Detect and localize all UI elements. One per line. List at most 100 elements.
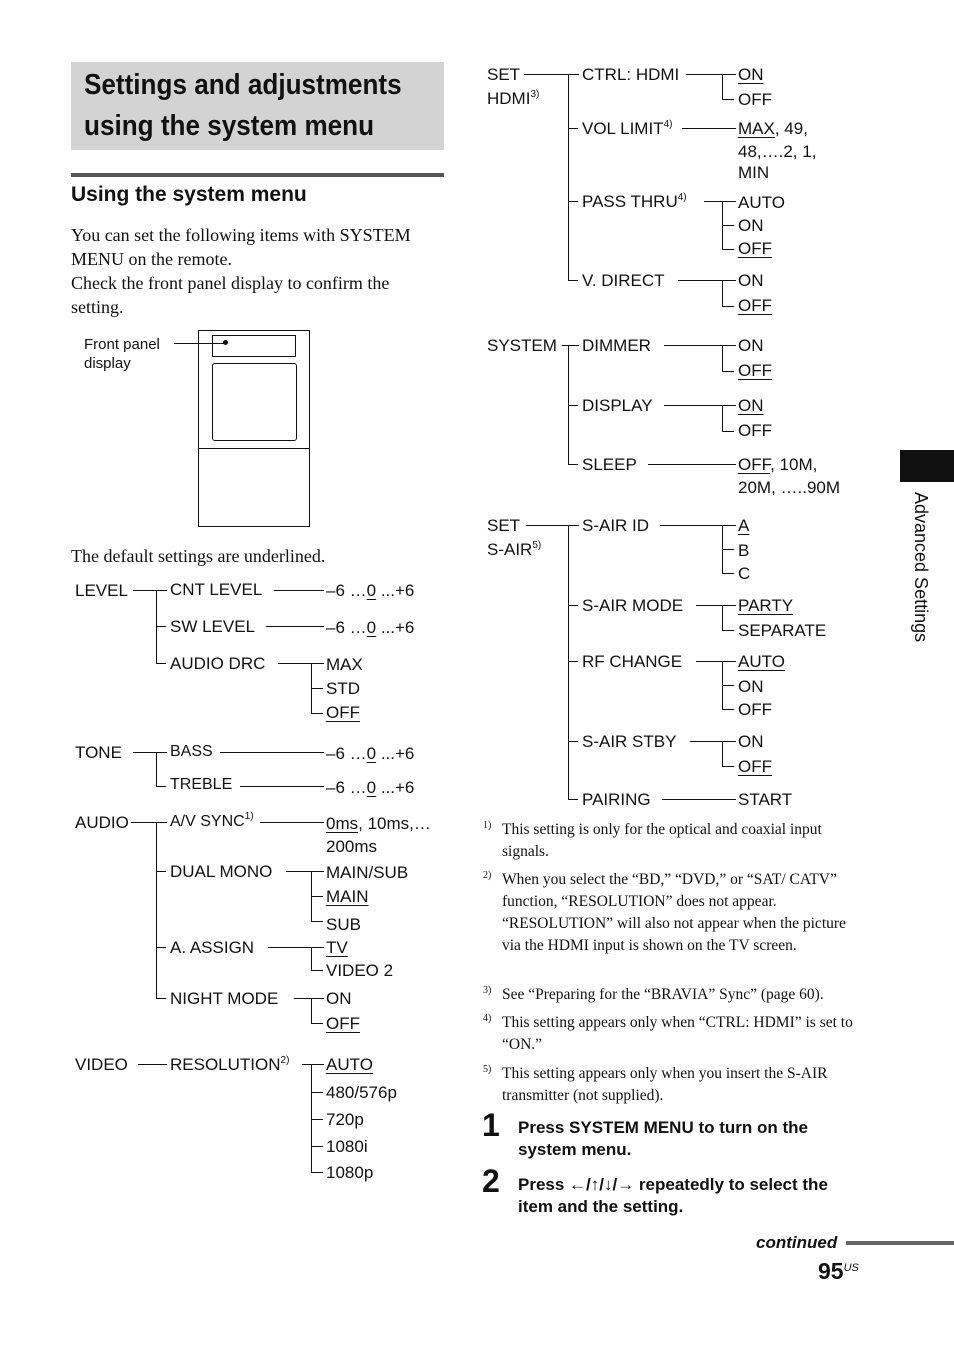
page-title-box: Settings and adjustments using the syste… — [71, 62, 444, 150]
tree-connector-line — [722, 345, 723, 371]
tree-connector-line — [568, 280, 578, 281]
menu-tree-item: OFF — [738, 421, 772, 440]
menu-tree-item: A. ASSIGN — [170, 938, 255, 957]
tree-connector-line — [156, 663, 166, 664]
tree-connector-line — [722, 371, 734, 372]
tree-connector-line — [311, 688, 323, 689]
menu-tree-item: LEVEL — [75, 581, 128, 600]
tree-connector-line — [568, 464, 578, 465]
menu-tree-item: 20M, …..90M — [738, 478, 841, 497]
menu-tree-item: ON — [738, 271, 764, 290]
tree-connector-line — [156, 590, 157, 664]
menu-tree-item: CNT LEVEL — [170, 580, 263, 599]
tree-connector-line — [660, 525, 736, 526]
menu-tree-item: OFF — [326, 703, 360, 722]
tree-connector-line — [722, 630, 734, 631]
menu-tree-item: MIN — [738, 163, 770, 182]
menu-tree-item: OFF — [738, 757, 772, 776]
continued-rule — [846, 1241, 954, 1245]
menu-tree-item: MAIN — [326, 887, 369, 906]
tree-connector-line — [722, 225, 734, 226]
menu-tree-item: VIDEO 2 — [326, 961, 394, 980]
menu-tree-item: S-AIR MODE — [582, 596, 684, 615]
tree-connector-line — [722, 549, 734, 550]
tree-connector-line — [278, 663, 324, 664]
tree-connector-line — [133, 590, 167, 591]
menu-tree-item: CTRL: HDMI — [582, 65, 680, 84]
tree-connector-line — [722, 99, 734, 100]
step-2-text: Press ←/↑/↓/→ repeatedly to select the i… — [518, 1175, 828, 1216]
tree-connector-line — [722, 74, 723, 99]
menu-tree-item: ON — [738, 336, 764, 355]
menu-tree-item: ON — [738, 677, 764, 696]
menu-tree-item: ON — [738, 396, 764, 415]
tree-connector-line — [286, 871, 324, 872]
tree-connector-line — [138, 1064, 167, 1065]
menu-tree-item: 720p — [326, 1110, 364, 1129]
menu-tree-item: –6 …0 ...+6 — [326, 744, 415, 763]
tree-connector-line — [268, 947, 324, 948]
menu-tree-item: 1080i — [326, 1137, 368, 1156]
menu-tree-item: V. DIRECT — [582, 271, 665, 290]
menu-tree-item: AUDIO — [75, 813, 129, 832]
tree-connector-line — [156, 786, 166, 787]
menu-tree-item: –6 …0 ...+6 — [326, 618, 415, 637]
tree-connector-line — [568, 799, 578, 800]
menu-tree-item: ON — [738, 216, 764, 235]
tree-connector-line — [664, 345, 736, 346]
side-tab-label: Advanced Settings — [911, 492, 931, 643]
tree-connector-line — [568, 605, 578, 606]
tree-connector-line — [682, 128, 736, 129]
menu-tree-item: 0ms, 10ms,… — [326, 814, 431, 833]
tree-connector-line — [311, 947, 312, 970]
tree-connector-line — [311, 998, 312, 1023]
tree-connector-line — [722, 405, 723, 431]
tree-connector-line — [156, 998, 166, 999]
menu-tree-item: S-AIR STBY — [582, 732, 677, 751]
tree-connector-line — [311, 1023, 323, 1024]
tree-connector-line — [311, 1146, 323, 1147]
menu-tree-item: MAIN/SUB — [326, 863, 409, 882]
menu-tree-item: SW LEVEL — [170, 617, 256, 636]
menu-tree-item: RF CHANGE — [582, 652, 683, 671]
tree-connector-line — [311, 970, 323, 971]
menu-tree-item: TV — [326, 938, 348, 957]
tree-connector-line — [722, 605, 723, 630]
tree-connector-line — [568, 128, 578, 129]
tree-connector-line — [690, 741, 736, 742]
menu-tree-item: DUAL MONO — [170, 862, 273, 881]
tree-connector-line — [722, 709, 734, 710]
menu-tree-item: TREBLE — [170, 776, 233, 793]
tree-connector-line — [131, 822, 167, 823]
tree-connector-line — [156, 822, 157, 998]
tree-connector-line — [648, 464, 736, 465]
side-tab-marker — [900, 450, 954, 482]
menu-tree-item: A/V SYNC1) — [170, 811, 254, 830]
menu-tree-item: PASS THRU4) — [582, 192, 687, 211]
menu-tree-item: AUTO — [738, 652, 785, 671]
tree-connector-line — [274, 590, 324, 591]
tree-connector-line — [568, 74, 569, 280]
page-title-line2: using the system menu — [84, 110, 375, 142]
tree-connector-line — [311, 1172, 323, 1173]
tree-connector-line — [568, 661, 578, 662]
menu-tree-item: 1080p — [326, 1163, 374, 1182]
tree-connector-line — [678, 280, 736, 281]
tree-connector-line — [133, 752, 167, 753]
menu-tree-item: NIGHT MODE — [170, 989, 279, 1008]
menu-tree-item: STD — [326, 679, 360, 698]
tree-connector-line — [311, 713, 323, 714]
default-note: The default settings are underlined. — [71, 546, 326, 566]
tree-connector-line — [156, 871, 166, 872]
menu-tree-item: MAX, 49, — [738, 119, 808, 138]
menu-tree-item: –6 …0 ...+6 — [326, 778, 415, 797]
tree-connector-line — [266, 626, 324, 627]
tree-connector-line — [156, 752, 157, 786]
tree-connector-line — [562, 345, 579, 346]
menu-tree-item: PARTY — [738, 596, 794, 615]
tree-connector-line — [704, 201, 736, 202]
menu-tree-item: AUTO — [326, 1055, 373, 1074]
menu-tree-item: DISPLAY — [582, 396, 653, 415]
tree-connector-line — [722, 306, 734, 307]
